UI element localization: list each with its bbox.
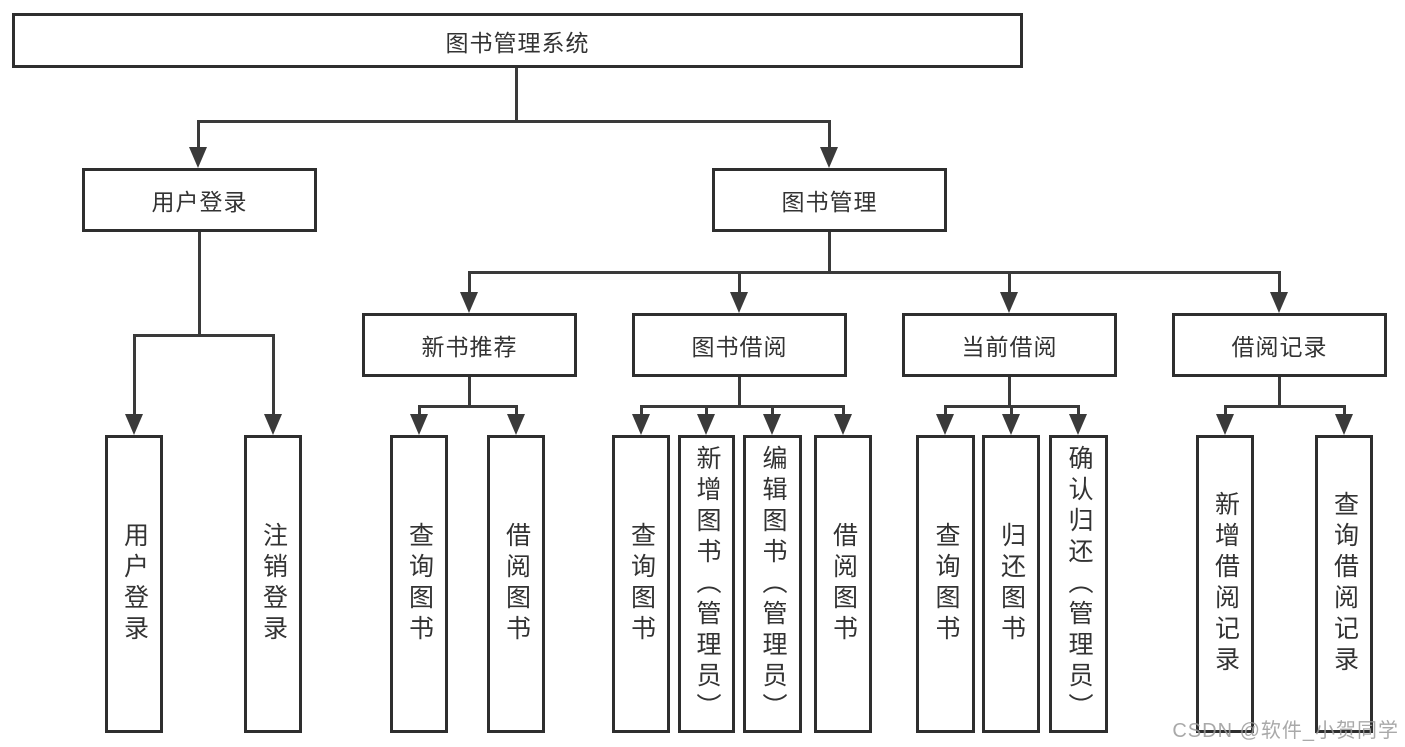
connector-book-mgmt-rail [469,271,1281,274]
leaf-cb-query-books: 查询图书 [916,435,975,733]
connector-drop-new-books [468,271,471,293]
connector-book-mgmt-stem [828,232,831,273]
node-current-borrowing: 当前借阅 [902,313,1117,377]
node-current-borrowing-label: 当前借阅 [961,334,1058,360]
arrowhead-bb-edit [763,414,781,435]
arrowhead-book-mgmt [820,147,838,168]
arrowhead-logout-leaf [264,414,282,435]
arrowhead-nb-borrow [507,414,525,435]
connector-drop-logout-leaf [272,334,275,414]
node-root-book-management-system: 图书管理系统 [12,13,1023,68]
connector-root-rail [198,120,831,123]
connector-drop-nb-query [418,405,421,415]
leaf-cb-confirm-return-admin: 确认归还（管理员） [1049,435,1108,733]
arrowhead-br-query [1335,414,1353,435]
arrowhead-login-leaf [125,414,143,435]
node-new-book-recommend: 新书推荐 [362,313,577,377]
arrowhead-bb-add [697,414,715,435]
arrowhead-bb-query [632,414,650,435]
node-root-label: 图书管理系统 [445,29,590,56]
connector-drop-bb-edit [771,405,774,415]
arrowhead-current-borrow [1000,292,1018,313]
leaf-bb-edit-books-admin-label: 编辑图书（管理员） [759,444,787,724]
node-book-borrowing: 图书借阅 [632,313,847,377]
leaf-bb-query-books-label: 查询图书 [627,522,656,646]
connector-drop-cb-confirm [1077,405,1080,415]
connector-user-login-stem [198,232,201,336]
connector-drop-bb-borrow [842,405,845,415]
leaf-cb-return-books-label: 归还图书 [997,522,1026,646]
leaf-br-query-record-label: 查询借阅记录 [1330,491,1359,677]
leaf-cb-confirm-return-admin-label: 确认归还（管理员） [1065,444,1093,724]
arrowhead-nb-query [410,414,428,435]
leaf-bb-edit-books-admin: 编辑图书（管理员） [743,435,802,733]
connector-drop-bb-query [640,405,643,415]
leaf-bb-add-books-admin: 新增图书（管理员） [678,435,735,733]
arrowhead-new-books [460,292,478,313]
connector-user-login-rail [134,334,275,337]
leaf-user-login: 用户登录 [105,435,163,733]
connector-borrow-records-rail [1225,405,1345,408]
arrowhead-br-add [1216,414,1234,435]
connector-drop-book-borrow [738,271,741,293]
connector-drop-nb-borrow [515,405,518,415]
arrowhead-bb-borrow [834,414,852,435]
leaf-nb-query-books: 查询图书 [390,435,448,733]
leaf-nb-query-books-label: 查询图书 [405,522,434,646]
arrowhead-cb-query [936,414,954,435]
leaf-logout-label: 注销登录 [259,522,288,646]
connector-drop-br-add [1224,405,1227,415]
node-user-login: 用户登录 [82,168,317,232]
connector-root-stem [515,68,518,122]
connector-drop-login-leaf [133,334,136,414]
leaf-br-add-record-label: 新增借阅记录 [1211,491,1240,677]
connector-book-borrow-stem [738,377,741,407]
node-user-login-label: 用户登录 [151,189,248,215]
connector-drop-user-login [197,120,200,150]
arrowhead-cb-confirm [1069,414,1087,435]
arrowhead-user-login [189,147,207,168]
leaf-bb-borrow-books-label: 借阅图书 [829,522,858,646]
leaf-nb-borrow-books: 借阅图书 [487,435,545,733]
connector-drop-cb-query [944,405,947,415]
leaf-br-add-record: 新增借阅记录 [1196,435,1254,733]
connector-drop-bb-add [705,405,708,415]
connector-drop-br-query [1343,405,1346,415]
leaf-user-login-label: 用户登录 [120,522,149,646]
connector-drop-cb-return [1010,405,1013,415]
leaf-bb-query-books: 查询图书 [612,435,670,733]
leaf-nb-borrow-books-label: 借阅图书 [502,522,531,646]
node-borrowing-records: 借阅记录 [1172,313,1387,377]
arrowhead-cb-return [1002,414,1020,435]
csdn-watermark: CSDN @软件_小贺同学 [1172,720,1399,742]
leaf-cb-return-books: 归还图书 [982,435,1040,733]
node-borrowing-records-label: 借阅记录 [1231,334,1328,360]
arrowhead-book-borrow [730,292,748,313]
connector-drop-current-borrow [1008,271,1011,293]
connector-new-books-rail [419,405,517,408]
leaf-cb-query-books-label: 查询图书 [932,522,960,646]
connector-current-borrow-stem [1008,377,1011,407]
leaf-bb-add-books-admin-label: 新增图书（管理员） [693,444,721,724]
node-book-management: 图书管理 [712,168,947,232]
node-new-book-recommend-label: 新书推荐 [421,334,518,360]
connector-drop-borrow-records [1278,271,1281,293]
node-book-borrowing-label: 图书借阅 [691,334,788,360]
node-book-management-label: 图书管理 [781,189,878,215]
leaf-br-query-record: 查询借阅记录 [1315,435,1373,733]
arrowhead-borrow-records [1270,292,1288,313]
leaf-bb-borrow-books: 借阅图书 [814,435,872,733]
connector-borrow-records-stem [1278,377,1281,407]
connector-new-books-stem [468,377,471,407]
connector-drop-book-mgmt [828,120,831,150]
connector-book-borrow-rail [641,405,844,408]
leaf-logout: 注销登录 [244,435,302,733]
